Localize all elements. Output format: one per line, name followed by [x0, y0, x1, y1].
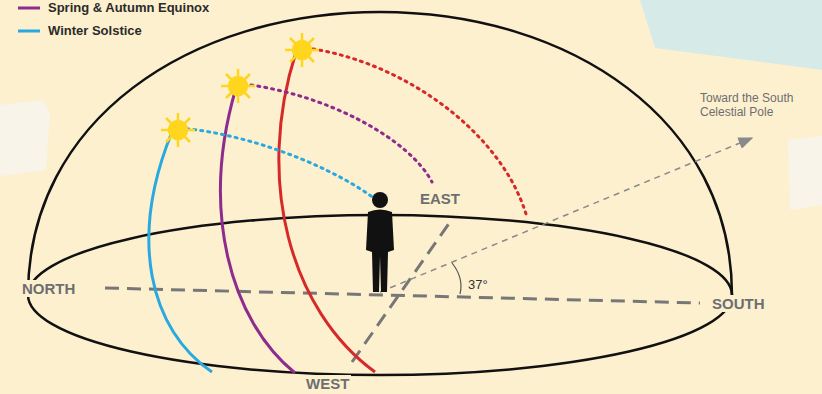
legend-sample [18, 30, 40, 33]
pointer-label: Toward the South Celestial Pole [698, 92, 802, 120]
sky-dome [28, 12, 732, 295]
paper-scrap [0, 100, 50, 176]
observer-figure [366, 192, 394, 292]
winter-path [149, 132, 212, 372]
compass-label: SOUTH [710, 295, 767, 312]
legend-text: Winter Solstice [48, 24, 142, 38]
winter-path-dotted [180, 128, 386, 208]
angle-arc [452, 263, 461, 294]
compass-label: WEST [304, 375, 351, 392]
summer-path-dotted [306, 48, 526, 214]
north-south-line [105, 288, 700, 303]
compass-label: EAST [418, 190, 462, 207]
sun-icon [161, 33, 319, 147]
pole-pointer [380, 138, 752, 292]
angle-label: 37° [466, 278, 490, 293]
legend-sample [18, 7, 40, 10]
equinox-path-dotted [244, 84, 432, 182]
background-panel [640, 0, 822, 70]
compass-label: NORTH [20, 280, 77, 297]
legend-text: Spring & Autumn Equinox [48, 1, 209, 15]
paper-scrap [788, 136, 822, 210]
summer-path [279, 52, 375, 372]
equinox-path [221, 88, 295, 373]
